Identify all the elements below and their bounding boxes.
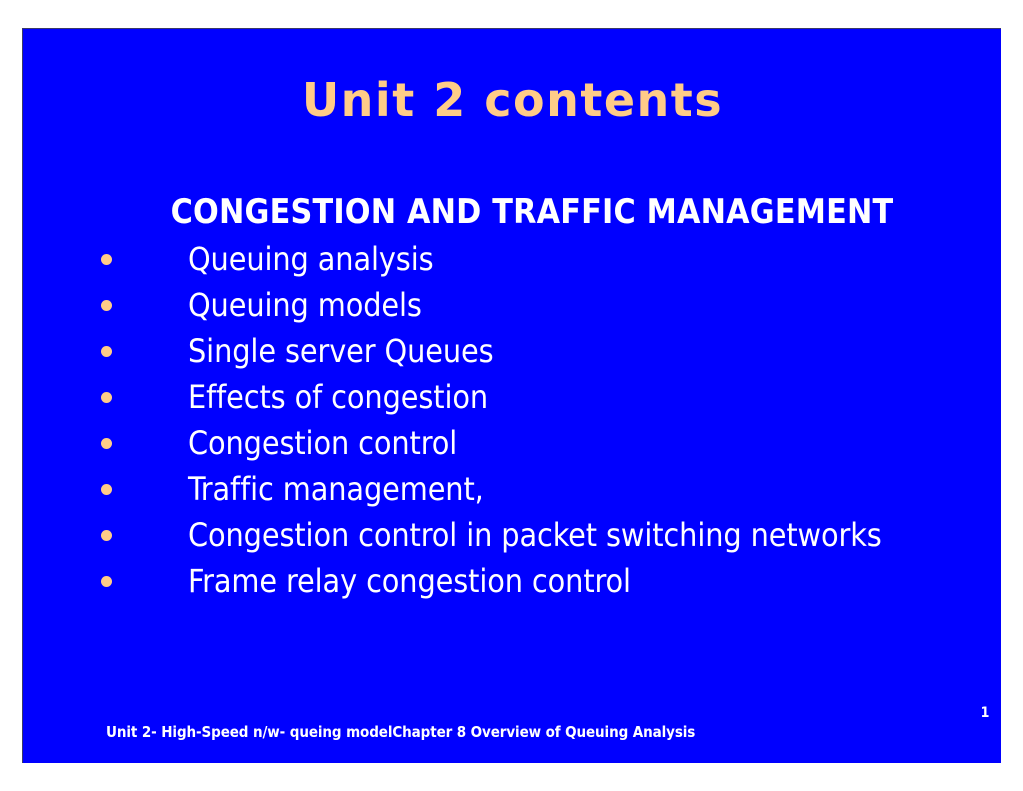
list-item-label: Traffic management, [188, 470, 484, 508]
list-item: Congestion control in packet switching n… [73, 513, 973, 557]
bullet-dot-icon [101, 346, 112, 357]
page-number: 1 [980, 705, 990, 721]
list-item-label: Frame relay congestion control [188, 562, 631, 600]
bullet-dot-icon [101, 438, 112, 449]
list-item: Queuing analysis [73, 237, 973, 281]
list-item: Effects of congestion [73, 375, 973, 419]
list-item: Queuing models [73, 283, 973, 327]
bullet-dot-icon [101, 484, 112, 495]
list-item-label: Congestion control in packet switching n… [188, 516, 882, 554]
list-item-label: Queuing models [188, 286, 422, 324]
slide-subtitle: CONGESTION AND TRAFFIC MANAGEMENT [170, 192, 894, 232]
presentation-slide: Unit 2 contents CONGESTION AND TRAFFIC M… [22, 28, 1001, 763]
list-item: Congestion control [73, 421, 973, 465]
list-item-label: Queuing analysis [188, 240, 434, 278]
bullet-dot-icon [101, 530, 112, 541]
list-item-label: Congestion control [188, 424, 458, 462]
slide-footer: Unit 2- High-Speed n/w- queing modelChap… [106, 723, 696, 741]
list-item: Single server Queues [73, 329, 973, 373]
bullet-dot-icon [101, 300, 112, 311]
bullet-dot-icon [101, 254, 112, 265]
list-item: Traffic management, [73, 467, 973, 511]
bullet-dot-icon [101, 576, 112, 587]
list-item-label: Effects of congestion [188, 378, 489, 416]
page-title: Unit 2 contents [301, 73, 724, 127]
list-item-label: Single server Queues [188, 332, 494, 370]
list-item: Frame relay congestion control [73, 559, 973, 603]
bullet-list: Queuing analysis Queuing models Single s… [73, 237, 973, 605]
bullet-dot-icon [101, 392, 112, 403]
